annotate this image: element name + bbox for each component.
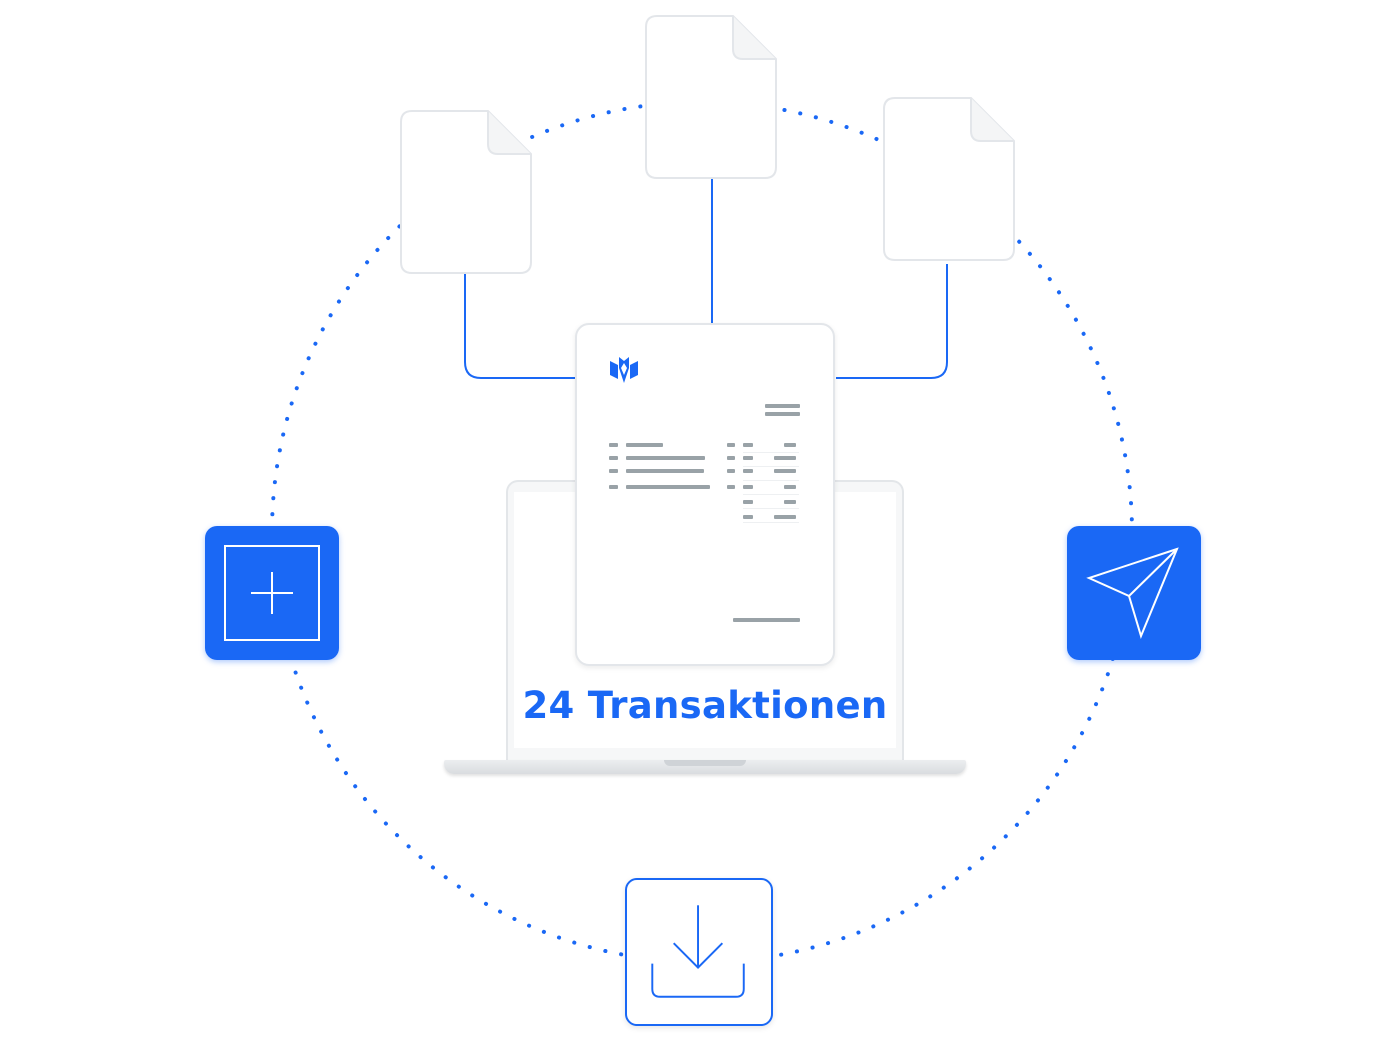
invoice-row-marker <box>609 485 618 489</box>
invoice-row-text <box>626 456 705 460</box>
document-left <box>400 110 532 274</box>
invoice-cell-line <box>743 485 753 489</box>
document-icon <box>645 15 777 179</box>
download-icon <box>651 905 745 998</box>
invoice-grid-line <box>743 522 799 523</box>
invoice-grid-line <box>743 494 799 495</box>
invoice-cell-line <box>784 500 796 504</box>
invoice-grid-line <box>743 452 799 453</box>
invoice-cell-line <box>784 443 796 447</box>
invoice-row-marker <box>609 443 618 447</box>
invoice-row-text <box>626 469 704 473</box>
invoice-cell-line <box>743 443 753 447</box>
download-button[interactable] <box>625 878 773 1026</box>
document-center <box>645 15 777 179</box>
invoice-cell-line <box>774 515 796 519</box>
send-button[interactable] <box>1067 526 1201 660</box>
invoice-header-line <box>765 404 800 408</box>
invoice-total-line <box>733 618 800 622</box>
document-icon <box>400 110 532 274</box>
invoice-cell-line <box>743 456 753 460</box>
invoice-row-marker <box>609 469 618 473</box>
invoice-cell-line <box>743 469 753 473</box>
paper-plane-icon <box>1086 547 1179 639</box>
invoice-cell-line <box>774 456 796 460</box>
company-logo-icon <box>610 357 638 383</box>
invoice-cell-line <box>727 485 735 489</box>
invoice-cell-line <box>743 515 753 519</box>
invoice-header-line <box>765 412 800 416</box>
invoice-cell-line <box>727 469 735 473</box>
invoice-cell-line <box>774 469 796 473</box>
plus-square-icon <box>224 545 320 641</box>
invoice-cell-line <box>743 500 753 504</box>
document-icon <box>883 97 1015 261</box>
invoice-cell-line <box>727 443 735 447</box>
add-button[interactable] <box>205 526 339 660</box>
invoice-grid-line <box>743 480 799 481</box>
invoice-cell-line <box>727 456 735 460</box>
invoice-row-text <box>626 485 710 489</box>
invoice-row-marker <box>609 456 618 460</box>
laptop-notch <box>664 760 746 766</box>
document-right <box>883 97 1015 261</box>
invoice-grid-line <box>743 508 799 509</box>
invoice-grid-line <box>743 466 799 467</box>
transactions-count-label: 24 Transaktionen <box>522 684 888 727</box>
laptop-base <box>444 760 966 774</box>
invoice-cell-line <box>784 485 796 489</box>
invoice-row-text <box>626 443 663 447</box>
